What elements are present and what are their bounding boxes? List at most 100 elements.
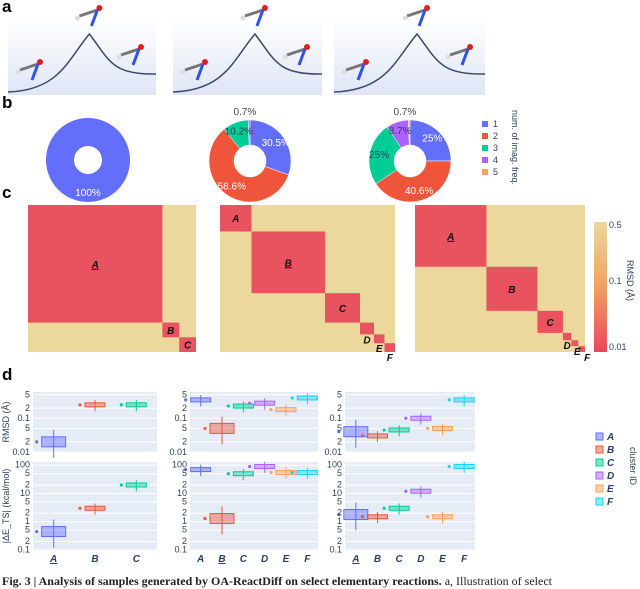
box-B: [209, 513, 235, 525]
box-A: [41, 436, 67, 448]
tick-label: 100: [172, 460, 187, 470]
outlier-point: [119, 483, 123, 487]
molecule-icon: [116, 44, 144, 66]
legend-swatch-4: [482, 157, 488, 163]
outlier-point: [447, 398, 451, 402]
box-E: [432, 514, 453, 520]
outlier-point: [35, 529, 39, 534]
bond: [406, 8, 426, 18]
x-tick-F: F: [461, 554, 468, 565]
reaction-profile-bg: [173, 18, 322, 95]
box-E: [432, 425, 453, 431]
legend-label-D: D: [607, 471, 614, 482]
legend-label-B: B: [607, 445, 614, 456]
bond: [356, 63, 366, 81]
cluster-label-F: F: [584, 353, 591, 364]
tick-label: 0.1: [17, 413, 30, 423]
bond: [286, 47, 306, 57]
slice-label: 30.5%: [262, 138, 290, 149]
legend-label-F: F: [607, 497, 614, 508]
legend-label-E: E: [607, 484, 614, 495]
atom: [37, 59, 43, 65]
legend-title: num. of imag. freq.: [510, 110, 520, 185]
donut-chart-3: 25%40.6%25%8.7%0.7%: [368, 107, 452, 203]
box-E: [275, 470, 297, 476]
tick-label: 0.1: [329, 544, 342, 554]
donut-chart-1: 100%: [46, 118, 130, 202]
tick-label: 1: [337, 516, 342, 526]
legend-label-4: 4: [493, 155, 498, 165]
outlier-point: [382, 428, 386, 432]
box-C: [232, 403, 254, 409]
pie-slice-3: [368, 126, 402, 185]
panel-label-b: b: [2, 93, 12, 112]
tick-label: 0.1: [174, 544, 187, 554]
atom: [341, 69, 347, 75]
heatmap-cluster-block-B: [486, 266, 538, 311]
outlier-point: [269, 470, 273, 475]
slice-label: 8.7%: [389, 126, 412, 137]
tick-label: 10: [332, 488, 342, 498]
tick-label: 5: [25, 423, 30, 433]
heatmap-cluster-block-D: [562, 332, 572, 341]
atom: [363, 59, 369, 65]
bond: [244, 8, 264, 18]
heatmap-cluster-block-C: [537, 310, 563, 333]
donut-chart-2: 30.5%58.6%10.2%0.7%: [208, 107, 292, 203]
outlier-point: [248, 464, 252, 469]
colorbar-tick: 0.01: [609, 342, 627, 352]
atom: [261, 5, 268, 11]
atom: [445, 54, 451, 60]
colorbar-title: RMSD (Å): [625, 260, 635, 301]
cluster-label-B: B: [508, 285, 515, 296]
bond: [345, 62, 365, 72]
outlier-point: [425, 515, 430, 519]
box-C: [125, 482, 147, 488]
tick-label: 2: [25, 437, 30, 447]
legend-swatch-E: [595, 484, 604, 493]
energy-curve: [172, 32, 323, 93]
box-A: [190, 397, 212, 403]
plot-bg: [345, 462, 475, 550]
bond: [184, 62, 204, 72]
molecule-icon: [445, 44, 473, 66]
figure-caption: Fig. 3 | Analysis of samples generated b…: [2, 575, 552, 588]
tick-label: 5: [182, 423, 187, 433]
outlier-point: [425, 426, 430, 431]
colorbar-tick: 0.1: [609, 276, 622, 286]
bond: [19, 62, 39, 72]
slice-label: 10.2%: [225, 127, 253, 138]
panel-label-a: a: [2, 0, 12, 16]
legend-label-2: 2: [493, 131, 498, 141]
outlier-point: [404, 489, 408, 493]
tick-label: 100: [15, 460, 30, 470]
tick-label: 2: [25, 508, 30, 518]
cluster-label-B: B: [167, 326, 174, 337]
outlier-point: [290, 396, 294, 400]
legend-swatch-1: [482, 121, 488, 127]
outlier-point: [248, 401, 252, 405]
outlier-point: [269, 408, 273, 412]
slice-label: 25%: [422, 134, 442, 145]
atom: [180, 69, 186, 75]
tick-label: 1: [182, 516, 187, 526]
x-tick-C: C: [133, 554, 141, 565]
legend-swatch-C: [595, 458, 604, 467]
pie-slice-4: [247, 119, 251, 146]
panel-label-d: d: [2, 365, 12, 384]
outlier-point: [78, 506, 82, 510]
cluster-label-C: C: [184, 341, 192, 352]
atom: [424, 5, 431, 11]
legend-swatch-F: [595, 497, 604, 506]
slice-label: 0.7%: [393, 107, 416, 118]
x-tick-C: C: [240, 554, 248, 565]
tick-label: 0.01: [12, 447, 30, 457]
outlier-point: [360, 515, 365, 519]
energy-curve: [7, 32, 157, 93]
legend-swatch-5: [482, 169, 488, 175]
box-B: [367, 433, 388, 439]
